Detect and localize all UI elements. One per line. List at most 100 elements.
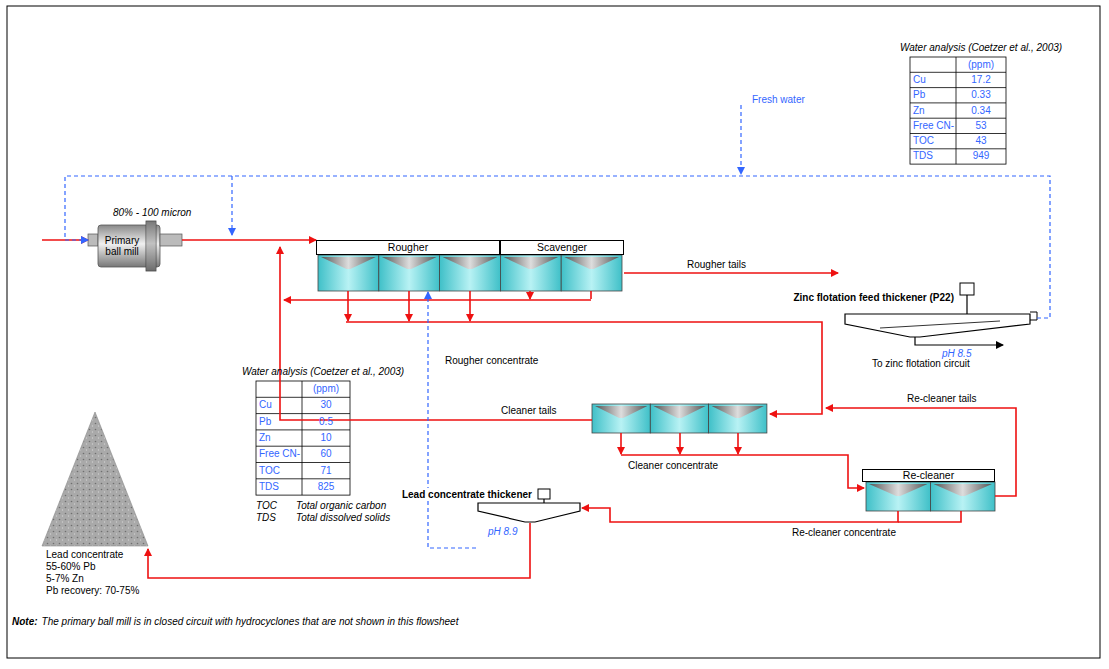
table-cell: (ppm) — [303, 383, 349, 395]
froth-funnel — [443, 257, 498, 269]
flotation-cell — [592, 404, 650, 433]
table-cell: TDS — [257, 481, 301, 493]
table-cell: TOC — [911, 135, 955, 147]
table-rule — [256, 413, 350, 414]
page-frame — [7, 6, 1100, 658]
label-text: The primary ball mill is in closed circu… — [42, 616, 459, 628]
froth-funnel — [934, 484, 993, 496]
flotation-cell — [440, 255, 501, 291]
froth-funnel — [382, 257, 437, 269]
froth-funnel — [595, 406, 647, 418]
table-cell: 0.34 — [957, 105, 1005, 117]
flotation-cells — [318, 255, 995, 511]
table-cell: Free CN- — [257, 448, 301, 460]
label-text: TOC — [256, 500, 277, 512]
flotation-cell — [650, 404, 708, 433]
table-border — [256, 381, 350, 495]
label-text: Cleaner tails — [500, 405, 558, 417]
table-cell: 10 — [303, 432, 349, 444]
label-text: pH 8.9 — [488, 526, 517, 538]
slurry-flow-line — [582, 508, 898, 522]
label-text: Total organic carbon — [296, 500, 386, 512]
table-border — [910, 57, 1006, 164]
table-cell: (ppm) — [957, 59, 1005, 71]
flotation-bank: Scavenger — [500, 240, 624, 291]
node-text: Scavenger — [500, 240, 624, 255]
table-rule — [956, 57, 957, 164]
table-cell: 53 — [957, 120, 1005, 132]
water-recycle-line — [428, 292, 476, 548]
froth-funnel — [712, 406, 764, 418]
table-rule — [910, 87, 1006, 88]
flotation-cell — [866, 482, 931, 511]
table-cell: TDS — [911, 150, 955, 162]
node-text: Primary ball mill — [98, 235, 146, 257]
label-text: Re-cleaner tails — [906, 393, 977, 405]
label-text: Total dissolved solids — [296, 512, 390, 524]
table-cell: 0.5 — [303, 416, 349, 428]
table-rule — [910, 133, 1006, 134]
table-rule — [910, 148, 1006, 149]
table-cell: Pb — [257, 416, 301, 428]
table-rule — [256, 462, 350, 463]
table-cell: 71 — [303, 465, 349, 477]
table-cell: 43 — [957, 135, 1005, 147]
label-text: Cleaner concentrate — [628, 460, 718, 472]
table-cell: Zn — [911, 105, 955, 117]
flotation-bank: Re-cleaner — [862, 469, 995, 511]
table-grids — [256, 57, 1006, 495]
node-text: 5-7% Zn — [40, 573, 152, 585]
slurry-flow-line — [182, 239, 316, 241]
stockpile-triangle — [42, 412, 148, 546]
table-cell: Zn — [257, 432, 301, 444]
flotation-cell — [379, 255, 440, 291]
table-cell: 0.33 — [957, 89, 1005, 101]
label-text: TDS — [256, 512, 276, 524]
label-text: Water analysis (Coetzer et al., 2003) — [242, 366, 404, 378]
flotation-cell — [318, 255, 379, 291]
froth-funnel — [564, 257, 619, 269]
node-text: Lead concentrate thickener — [401, 488, 533, 501]
table-rule — [910, 102, 1006, 103]
water-lines — [232, 105, 741, 235]
label-text: Rougher concentrate — [445, 355, 538, 367]
table-cell: Pb — [911, 89, 955, 101]
flow-label: Re-cleaner concentrate — [791, 527, 897, 539]
table-cell: Cu — [911, 74, 955, 86]
flotation-cell — [500, 255, 561, 291]
table-cell: TOC — [257, 465, 301, 477]
table-rule — [256, 397, 350, 398]
ball-mill-drawing — [88, 221, 182, 271]
table-cell: 949 — [957, 150, 1005, 162]
table-rule — [910, 118, 1006, 119]
thickener-label: Lead concentrate thickener — [401, 488, 533, 501]
label-text: To zinc flotation circuit — [872, 358, 970, 370]
table-cell: Free CN- — [911, 120, 955, 132]
table-cell: 17.2 — [957, 74, 1005, 86]
flotation-cell — [709, 404, 767, 433]
thickener-label: Zinc flotation feed thickener (P22) — [792, 291, 955, 304]
table-cell: 30 — [303, 399, 349, 411]
node-text: Re-cleaner — [862, 469, 995, 482]
flow-label: Rougher tails — [686, 259, 747, 271]
froth-funnel — [869, 484, 928, 496]
flotation-bank: Rougher — [316, 240, 500, 291]
table-rule — [256, 429, 350, 430]
table-rule — [256, 446, 350, 447]
node-text: 55-60% Pb — [40, 561, 152, 573]
node-text: Lead concentrate — [40, 549, 152, 561]
flotation-cell — [931, 482, 996, 511]
slurry-flow-line — [148, 523, 530, 578]
water-recycle-line — [65, 176, 1050, 318]
slurry-lines — [280, 247, 1016, 522]
froth-funnel — [503, 257, 558, 269]
node-text: Zinc flotation feed thickener (P22) — [792, 291, 955, 304]
froth-funnel — [653, 406, 705, 418]
stockpile-shape — [40, 410, 152, 550]
label-text: Fresh water — [752, 94, 805, 106]
flotation-cell — [561, 255, 622, 291]
table-rule — [256, 478, 350, 479]
